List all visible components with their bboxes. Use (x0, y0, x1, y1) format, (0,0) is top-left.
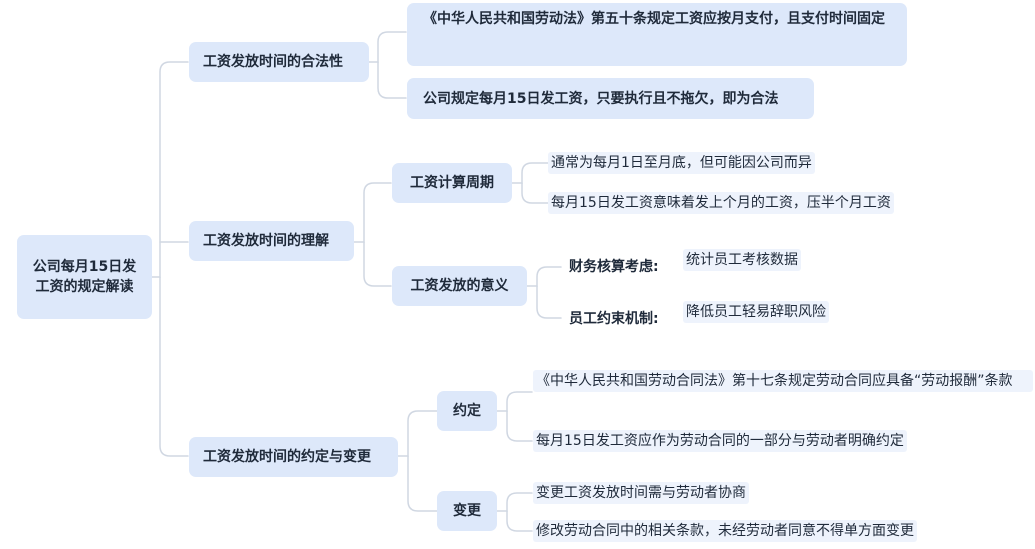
node-change-label: 变更 (453, 503, 481, 519)
node-legality[interactable]: 工资发放时间的合法性 (189, 42, 369, 82)
meaning-constraint-value[interactable]: 降低员工轻易辞职风险 (683, 301, 829, 323)
node-agreement-label: 工资发放时间的约定与变更 (203, 449, 371, 465)
change-item-1[interactable]: 变更工资发放时间需与劳动者协商 (533, 482, 749, 504)
cycle-item-2-text: 每月15日发工资意味着发上个月的工资，压半个月工资 (551, 195, 891, 211)
cycle-item-1[interactable]: 通常为每月1日至月底，但可能因公司而异 (548, 152, 815, 174)
root-label: 公司每月15日发工资的规定解读 (32, 259, 137, 295)
legality-item-2[interactable]: 公司规定每月15日发工资，只要执行且不拖欠，即为合法 (407, 78, 814, 119)
node-meaning[interactable]: 工资发放的意义 (392, 266, 527, 306)
legality-item-2-text: 公司规定每月15日发工资，只要执行且不拖欠，即为合法 (423, 90, 779, 107)
meaning-finance-value[interactable]: 统计员工考核数据 (683, 249, 801, 271)
promise-item-1-text: 《中华人民共和国劳动合同法》第十七条规定劳动合同应具备“劳动报酬”条款 (536, 373, 1013, 389)
change-item-1-text: 变更工资发放时间需与劳动者协商 (536, 485, 746, 501)
change-item-2-text: 修改劳动合同中的相关条款，未经劳动者同意不得单方面变更 (536, 523, 914, 539)
meaning-constraint-label: 员工约束机制: (569, 311, 659, 327)
meaning-finance-value-text: 统计员工考核数据 (686, 252, 798, 268)
node-change[interactable]: 变更 (437, 491, 497, 531)
legality-item-1[interactable]: 《中华人民共和国劳动法》第五十条规定工资应按月支付，且支付时间固定 (407, 3, 907, 66)
node-agreement[interactable]: 工资发放时间的约定与变更 (189, 437, 398, 477)
node-understanding-label: 工资发放时间的理解 (203, 233, 329, 249)
cycle-item-1-text: 通常为每月1日至月底，但可能因公司而异 (551, 155, 812, 171)
node-cycle[interactable]: 工资计算周期 (392, 163, 512, 203)
promise-item-2[interactable]: 每月15日发工资应作为劳动合同的一部分与劳动者明确约定 (533, 430, 907, 452)
promise-item-1[interactable]: 《中华人民共和国劳动合同法》第十七条规定劳动合同应具备“劳动报酬”条款 (533, 370, 1033, 392)
meaning-finance-label: 财务核算考虑: (569, 259, 659, 275)
node-understanding[interactable]: 工资发放时间的理解 (189, 221, 354, 261)
node-promise-label: 约定 (453, 403, 481, 419)
meaning-constraint-value-text: 降低员工轻易辞职风险 (686, 304, 826, 320)
node-meaning-label: 工资发放的意义 (410, 278, 509, 294)
node-legality-label: 工资发放时间的合法性 (203, 54, 343, 70)
cycle-item-2[interactable]: 每月15日发工资意味着发上个月的工资，压半个月工资 (548, 192, 894, 214)
legality-item-1-text: 《中华人民共和国劳动法》第五十条规定工资应按月支付，且支付时间固定 (423, 11, 885, 27)
promise-item-2-text: 每月15日发工资应作为劳动合同的一部分与劳动者明确约定 (536, 433, 904, 449)
node-promise[interactable]: 约定 (437, 391, 497, 431)
root-node[interactable]: 公司每月15日发工资的规定解读 (17, 235, 152, 319)
node-cycle-label: 工资计算周期 (410, 175, 494, 191)
change-item-2[interactable]: 修改劳动合同中的相关条款，未经劳动者同意不得单方面变更 (533, 520, 917, 542)
